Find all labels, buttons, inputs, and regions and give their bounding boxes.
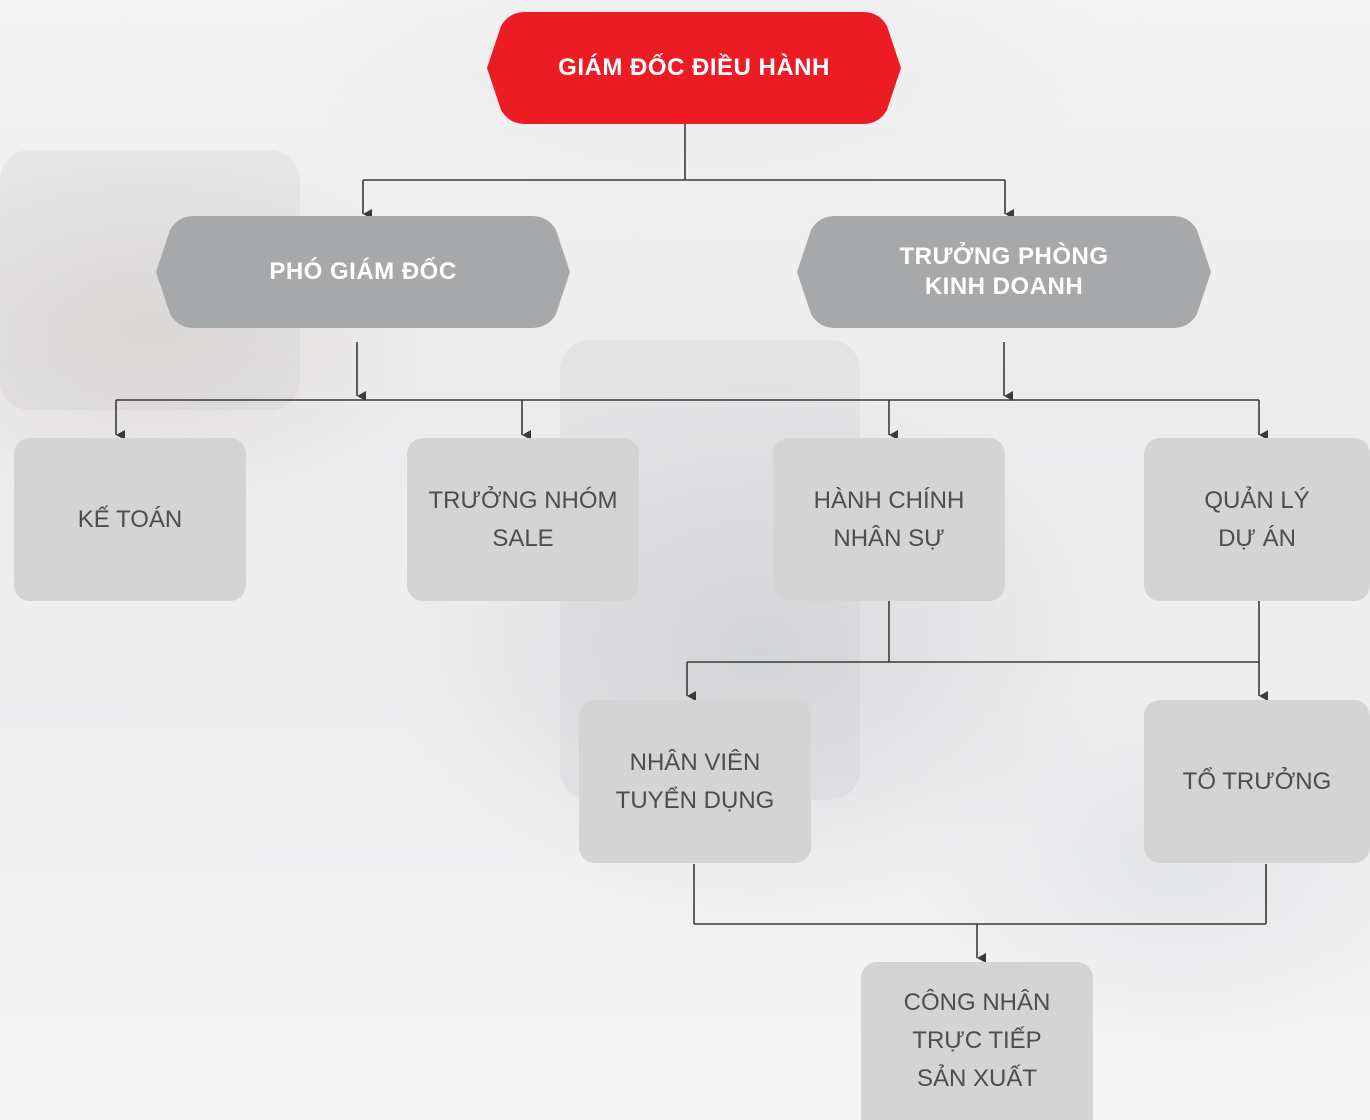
sales-manager-line1: TRƯỞNG PHÒNG [899, 243, 1109, 270]
sales-manager-label: TRƯỞNG PHÒNG KINH DOANH [899, 242, 1108, 302]
recruiter-label: NHÂN VIÊN TUYỂN DỤNG [616, 744, 775, 820]
ceo-shape [487, 12, 901, 124]
ceo-label: GIÁM ĐỐC ĐIỀU HÀNH [558, 54, 830, 81]
production-worker-label: CÔNG NHÂN TRỰC TIẾP SẢN XUẤT [904, 984, 1051, 1098]
recruiter-node: NHÂN VIÊN TUYỂN DỤNG [579, 700, 811, 863]
project-manager-line2: DỰ ÁN [1218, 524, 1296, 552]
hr-admin-line1: HÀNH CHÍNH [813, 486, 965, 514]
production-worker-line1: CÔNG NHÂN [903, 989, 1051, 1016]
ceo-node: GIÁM ĐỐC ĐIỀU HÀNH [487, 12, 901, 124]
sales-manager-line2: KINH DOANH [924, 273, 1084, 300]
deputy-director-shape [156, 216, 570, 328]
project-manager-line1: QUẢN LÝ [1204, 486, 1310, 514]
team-leader-label: TỔ TRƯỞNG [1182, 767, 1332, 795]
sales-manager-shape [797, 216, 1211, 328]
project-manager-label: QUẢN LÝ DỰ ÁN [1204, 482, 1309, 558]
accounting-node: KẾ TOÁN [14, 438, 246, 601]
deputy-director-node: PHÓ GIÁM ĐỐC [156, 216, 570, 328]
sales-team-lead-node: TRƯỞNG NHÓM SALE [407, 438, 639, 601]
production-worker-line2: TRỰC TIẾP [912, 1027, 1042, 1054]
recruiter-line1: NHÂN VIÊN [629, 748, 761, 776]
hr-admin-node: HÀNH CHÍNH NHÂN SỰ [773, 438, 1005, 601]
deputy-director-label: PHÓ GIÁM ĐỐC [269, 258, 457, 285]
accounting-label: KẾ TOÁN [77, 505, 183, 533]
hr-admin-label: HÀNH CHÍNH NHÂN SỰ [814, 482, 965, 558]
project-manager-node: QUẢN LÝ DỰ ÁN [1144, 438, 1370, 601]
sales-team-lead-line2: SALE [492, 524, 554, 552]
production-worker-line3: SẢN XUẤT [916, 1065, 1037, 1092]
production-worker-node: CÔNG NHÂN TRỰC TIẾP SẢN XUẤT [861, 962, 1093, 1120]
sales-manager-node: TRƯỞNG PHÒNG KINH DOANH [797, 216, 1211, 328]
hr-admin-line2: NHÂN SỰ [833, 524, 945, 552]
team-leader-node: TỔ TRƯỞNG [1144, 700, 1370, 863]
recruiter-line2: TUYỂN DỤNG [615, 786, 775, 814]
sales-team-lead-label: TRƯỞNG NHÓM SALE [428, 482, 617, 558]
sales-team-lead-line1: TRƯỞNG NHÓM [428, 486, 618, 514]
